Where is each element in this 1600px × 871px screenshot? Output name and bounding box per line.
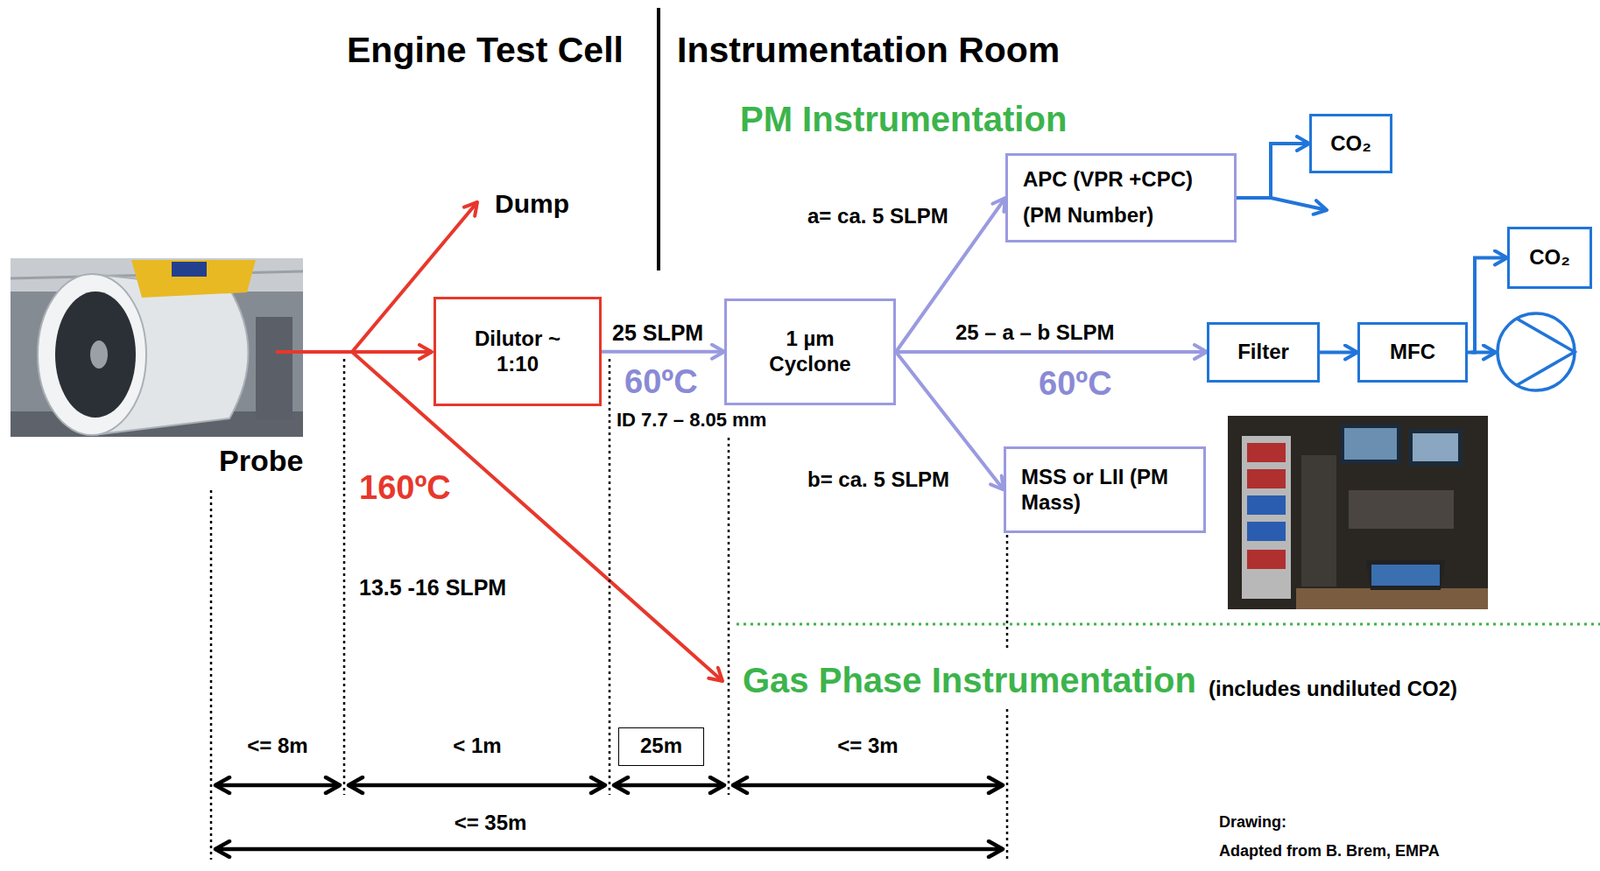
instrument-box: APC (VPR +CPC) (PM Number) [1005, 153, 1237, 243]
laptop-screen [1371, 564, 1440, 586]
monitor [1339, 423, 1402, 465]
pylon-part [171, 261, 207, 277]
temperature-label: 60ºC [1038, 365, 1113, 404]
part-label: Probe [218, 444, 304, 479]
photo-ground [1227, 415, 1488, 610]
laptop [1366, 560, 1445, 591]
flow-arrow [1236, 143, 1310, 198]
dimension-label: <= 35m [454, 810, 528, 836]
group-heading: Gas Phase Instrumentation [742, 660, 1197, 701]
dimension-arrow [733, 783, 1003, 789]
exhaust-arrow [1270, 197, 1327, 211]
node-text: (PM Number) [1022, 203, 1154, 229]
dimension-guide [727, 437, 731, 796]
flow-arrow [895, 350, 1207, 354]
co2-analyzer-box: CO₂ [1507, 226, 1593, 289]
node-text: CO₂ [1529, 245, 1571, 271]
dilutor-box: Dilutor ~ 1:10 [433, 296, 602, 407]
node-text: APC (VPR +CPC) [1022, 167, 1193, 193]
filter-box: Filter [1206, 322, 1320, 383]
node-text: 25m [640, 733, 683, 760]
mfc-box: MFC [1357, 322, 1468, 383]
monitor-screen [1412, 433, 1459, 462]
desk [1296, 588, 1488, 610]
engine-inlet [37, 274, 147, 436]
credit-note: Adapted from B. Brem, EMPA [1219, 842, 1440, 861]
section-title: Engine Test Cell [346, 29, 624, 71]
dimension-guide [343, 359, 346, 796]
flow-label: 13.5 -16 SLPM [359, 575, 507, 601]
heading-note: (includes undiluted CO2) [1208, 676, 1458, 702]
instrument-rack-photo [1227, 415, 1488, 610]
section-divider [736, 623, 1600, 627]
sample-arrow [352, 350, 432, 354]
flow-label: 25 SLPM [610, 320, 705, 346]
instrument-case [1348, 490, 1454, 529]
dimension-guide [608, 359, 612, 796]
temperature-label: 60ºC [624, 363, 698, 402]
probe-stand [255, 317, 293, 421]
destination-label: Dump [494, 189, 570, 220]
section-title: Instrumentation Room [676, 29, 1060, 71]
dimension-arrow [215, 847, 1003, 853]
node-text: Dilutor ~ 1:10 [473, 326, 562, 378]
dimension-arrow [215, 783, 340, 789]
instrument-case [1301, 455, 1337, 587]
flow-label: b= ca. 5 SLPM [805, 467, 952, 493]
sample-line [275, 350, 353, 354]
monitor [1408, 429, 1463, 466]
dimension-label: <= 8m [246, 733, 308, 759]
credit-note: Drawing: [1219, 813, 1287, 832]
engine-photo [10, 258, 304, 438]
dimension-label: < 1m [452, 733, 501, 759]
engine-fan [55, 291, 136, 418]
photo-ground [10, 258, 304, 438]
dimension-guides [211, 359, 1008, 860]
dimension-label: <= 3m [837, 733, 898, 759]
rack-frame [1241, 436, 1291, 600]
dimension-guide [1006, 535, 1009, 652]
dimension-arrow [613, 783, 725, 789]
dimension-arrows [215, 785, 1003, 850]
dimension-guide [210, 490, 213, 860]
co2-analyzer-box: CO₂ [1309, 113, 1393, 174]
dimension-note: ID 7.7 – 8.05 mm [616, 408, 767, 431]
dimension-arrow [348, 783, 606, 789]
cyclone-box: 1 µm Cyclone [724, 298, 896, 406]
dimension-box: 25m [618, 727, 705, 767]
temperature-label: 160ºC [359, 469, 452, 508]
rack-unit [1247, 443, 1286, 463]
node-text: MFC [1389, 339, 1436, 366]
node-text: Filter [1237, 339, 1290, 366]
room-divider [656, 7, 661, 271]
node-text: 1 µm Cyclone [761, 326, 859, 378]
pump-symbol [1516, 318, 1575, 386]
dimension-guide [1006, 709, 1009, 860]
rack-unit [1247, 549, 1286, 570]
engine-pylon [131, 260, 256, 298]
rack-unit [1247, 469, 1286, 489]
instrument-box: MSS or LII (PM Mass) [1003, 446, 1206, 534]
monitor-screen [1344, 428, 1397, 460]
node-text: CO₂ [1330, 131, 1372, 157]
rack-unit [1247, 521, 1286, 542]
flow-arrow [1467, 258, 1508, 353]
flow-arrow [1319, 351, 1358, 355]
rack-unit [1247, 495, 1286, 515]
flow-arrow [601, 350, 725, 354]
engine-spinner [90, 340, 108, 369]
flow-label: a= ca. 5 SLPM [805, 204, 951, 229]
pump-symbol [1497, 313, 1575, 391]
flow-label: 25 – a – b SLPM [953, 320, 1116, 346]
group-heading: PM Instrumentation [740, 98, 1067, 140]
node-text: MSS or LII (PM Mass) [1021, 465, 1188, 516]
